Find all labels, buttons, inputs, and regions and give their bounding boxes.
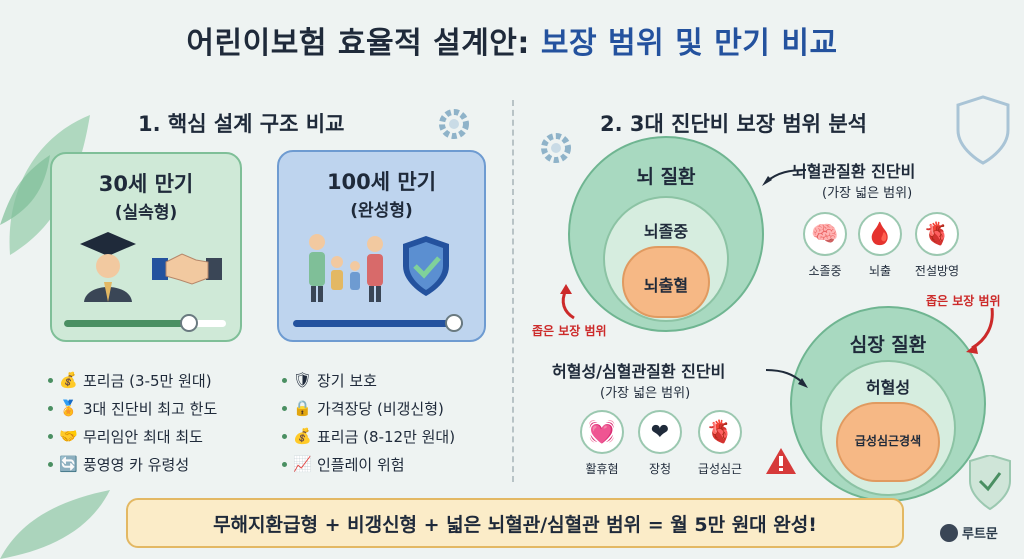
leaf-decoration-icon (0, 115, 90, 255)
list-item: 🏅3대 진단비 최고 한도 (48, 394, 217, 422)
heart-mid-label: 허혈성 (865, 378, 911, 397)
brain-inner-circle (622, 246, 710, 318)
list-item: 🤝무리임안 최대 최도 (48, 422, 217, 450)
cycle-icon: 🔄 (59, 455, 78, 473)
warning-icon (766, 448, 796, 474)
brain-narrow-note: 좁은 보장 범위 (532, 324, 607, 338)
money-bag-icon: 💰 (59, 371, 78, 389)
brain-callout: 뇌혈관질환 진단비 (792, 162, 916, 181)
list-item: 📈인플레이 위험 (282, 450, 455, 478)
handshake-icon (152, 253, 222, 285)
red-arrow-icon (560, 284, 575, 320)
artery-icon-label: 전설방영 (914, 264, 960, 278)
summary-banner: 무해지환급형 + 비갱신형 + 넓은 뇌혈관/심혈관 범위 = 월 5만 원대 … (126, 498, 904, 548)
red-arrow-icon (966, 307, 994, 354)
right-section-heading: 2. 3대 진단비 보장 범위 분석 (600, 112, 867, 136)
graduate-icon (80, 232, 136, 302)
list-item: 🛡장기 보호 (282, 366, 455, 394)
left-section-heading: 1. 핵심 설계 구조 비교 (138, 112, 345, 136)
family-icon (309, 234, 383, 302)
shield-decoration-icon (956, 95, 1010, 165)
heart-inner-label: 급성심근경색 (854, 434, 922, 448)
card-30-maturity: 30세 만기 (실속형) (50, 152, 242, 342)
slider-knob-30[interactable] (180, 314, 198, 332)
title-main: 어린이보험 효율적 설계안: (186, 26, 530, 61)
brain-outer-label: 뇌 질환 (636, 166, 696, 188)
card-100-subtitle: (완성형) (350, 201, 413, 221)
arrow-icon (762, 169, 807, 186)
trophy-icon: 🏅 (59, 399, 78, 417)
brain-icon-label: 소졸중 (808, 264, 842, 278)
shield-decoration-icon (969, 455, 1011, 511)
list-item: 💰포리금 (3-5만 원대) (48, 366, 217, 394)
card-30-subtitle: (실속형) (114, 203, 178, 223)
leaf-decoration-icon (0, 490, 110, 559)
list-item: 💰표리금 (8-12만 원대) (282, 422, 455, 450)
brand-name: 루트문 (962, 527, 998, 542)
heartbeat-icon-label: 활휴혐 (585, 462, 619, 476)
gear-icon (541, 133, 571, 163)
brain-icon: 🧠 (803, 212, 847, 256)
heart-callout-sub: (가장 넓은 범위) (600, 386, 691, 401)
list-item: 🔒가격장당 (비갱신형) (282, 394, 455, 422)
handshake-icon: 🤝 (59, 427, 78, 445)
brand-logo-icon (940, 523, 958, 542)
heart-icon-label: 장청 (648, 462, 672, 476)
gear-icon (439, 109, 469, 139)
list-item: 🔄풍영영 카 유령성 (48, 450, 217, 478)
card-100-title: 100세 만기 (326, 170, 437, 194)
chart-up-icon: 📈 (293, 455, 312, 473)
lock-icon: 🔒 (293, 399, 312, 417)
slider-knob-100[interactable] (445, 314, 463, 332)
arrow-icon (765, 369, 808, 388)
brain-inner-label: 뇌출혈 (643, 276, 689, 295)
section-divider (512, 100, 514, 482)
card-100-maturity: 100세 만기 (완성형) (277, 150, 486, 342)
heart-narrow-note: 좁은 보장 범위 (926, 294, 1001, 308)
page-title: 어린이보험 효율적 설계안: 보장 범위 및 만기 비교 (0, 18, 1024, 62)
money-bag-icon: 💰 (293, 427, 312, 445)
heart-outer-label: 심장 질환 (849, 334, 927, 356)
bullet-list-100: 🛡장기 보호 🔒가격장당 (비갱신형) 💰표리금 (8-12만 원대) 📈인플레… (282, 366, 455, 478)
title-accent: 보장 범위 및 만기 비교 (540, 26, 838, 61)
artery-icon: 🫀 (915, 212, 959, 256)
slider-track-100 (293, 320, 463, 327)
heart-icon: ❤ (638, 410, 682, 454)
shield-check-icon (403, 236, 449, 296)
slider-fill-30 (64, 320, 188, 327)
blood-drop-icon: 🩸 (858, 212, 902, 256)
card-30-title: 30세 만기 (98, 172, 194, 196)
heart-inner-circle (836, 402, 940, 482)
bullet-list-30: 💰포리금 (3-5만 원대) 🏅3대 진단비 최고 한도 🤝무리임안 최대 최도… (48, 366, 217, 478)
heart-callout: 허혈성/심혈관질환 진단비 (552, 362, 726, 381)
heart-organ-icon-label: 급성심근 (697, 462, 743, 476)
brand-badge: 루트문 (940, 523, 998, 542)
shield-icon: 🛡 (293, 371, 313, 389)
heart-organ-icon: 🫀 (698, 410, 742, 454)
brain-callout-sub: (가장 넓은 범위) (822, 186, 913, 201)
heartbeat-icon: 💓 (580, 410, 624, 454)
brain-mid-label: 뇌졸중 (643, 222, 689, 241)
blood-drop-icon-label: 뇌출 (868, 264, 892, 278)
